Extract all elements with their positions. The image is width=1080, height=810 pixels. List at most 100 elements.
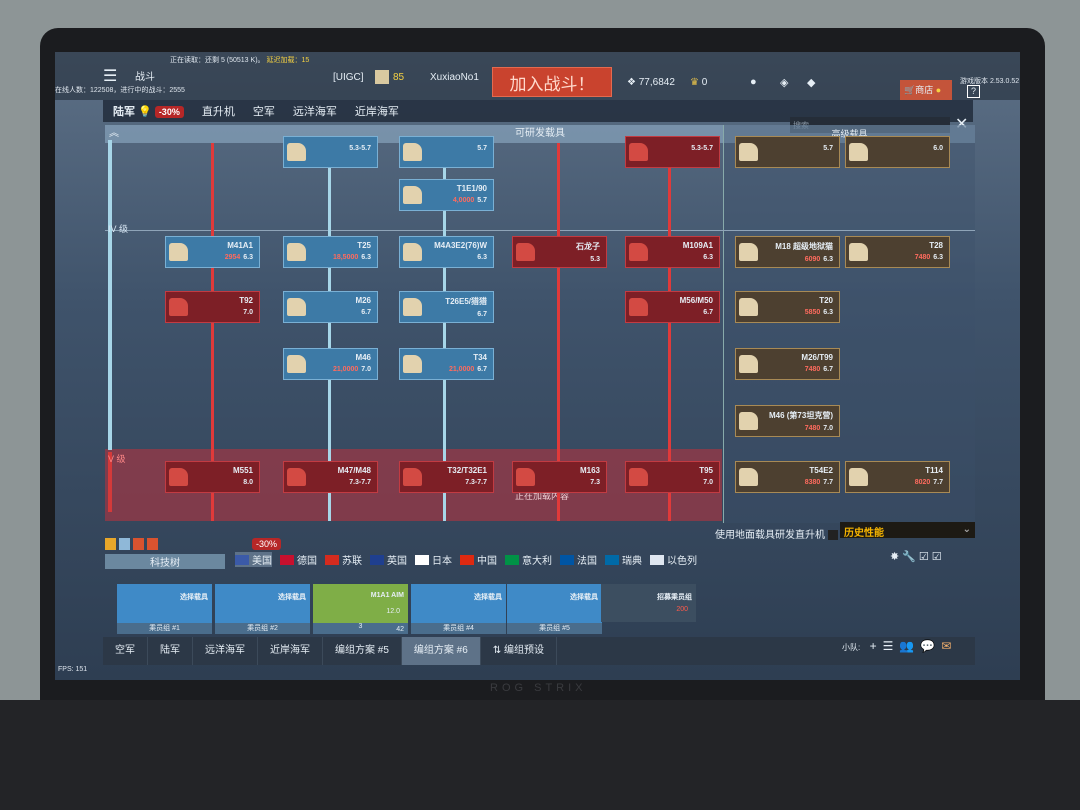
crew-slot[interactable]: 选择载具乘员组 #5	[507, 584, 602, 634]
research-icon[interactable]: ●	[750, 76, 757, 88]
avatar[interactable]	[375, 70, 389, 84]
techtree-button[interactable]: 科技树	[105, 554, 225, 569]
list-icon[interactable]: ☰	[882, 639, 900, 653]
vehicle-tile[interactable]: 5.7	[399, 136, 494, 168]
crew-slot[interactable]: 选择载具乘员组 #2	[215, 584, 310, 634]
country-tab[interactable]: 中国	[460, 552, 497, 567]
bottom-tab[interactable]: 远洋海军	[193, 637, 258, 665]
bottom-tab[interactable]: 陆军	[148, 637, 193, 665]
bottom-tab[interactable]: 编组方案 #5	[323, 637, 402, 665]
collapse-icon[interactable]: ︽	[109, 128, 119, 139]
country-tab[interactable]: 瑞典	[605, 552, 642, 567]
tab-ground[interactable]: 陆军 💡 -30%	[113, 103, 184, 119]
game-mode-select[interactable]: 历史性能⌄	[840, 522, 975, 539]
heli-checkbox[interactable]	[827, 530, 838, 541]
crew-slot[interactable]: 选择载具乘员组 #4	[411, 584, 506, 634]
slot-title: 选择载具	[180, 594, 208, 601]
discount-badge-icon[interactable]	[147, 538, 158, 550]
country-tab[interactable]: 英国	[370, 552, 407, 567]
vehicle-cost: 8020	[914, 479, 931, 486]
contacts-icon[interactable]: 👥	[899, 639, 921, 653]
bottom-tab[interactable]: ⇅ 编组预设	[481, 637, 557, 665]
tab-air[interactable]: 空军	[252, 106, 275, 118]
shop-button[interactable]: 🛒商店 ●	[900, 80, 952, 100]
chat-icon[interactable]: 💬	[920, 639, 942, 653]
ammo-checkbox-icon[interactable]: ☑	[931, 551, 945, 563]
coupon-icon[interactable]: ◆	[807, 77, 816, 89]
wager-icon[interactable]: ◈	[780, 77, 789, 89]
vehicle-tile[interactable]: 5.7	[735, 136, 840, 168]
menu-icon[interactable]: ☰	[103, 68, 118, 85]
silver-lions: ❖ 77,6842	[627, 77, 675, 88]
country-tab[interactable]: 日本	[415, 552, 452, 567]
premium-header: 高级载具	[831, 129, 868, 139]
country-tab[interactable]: 德国	[280, 552, 317, 567]
tier5-label[interactable]: V 级	[108, 454, 126, 464]
tank-icon	[516, 243, 535, 261]
research-badge-icon[interactable]	[119, 538, 130, 550]
tier4-label[interactable]: IV 级	[108, 224, 129, 234]
add-icon[interactable]: +	[869, 639, 883, 653]
research-line	[443, 143, 446, 521]
tank-icon	[849, 468, 868, 486]
wrench-icon[interactable]: 🔧	[902, 551, 919, 563]
tank-icon	[403, 298, 422, 316]
checkbox-icon[interactable]: ☑	[918, 551, 932, 563]
help-button[interactable]: ?	[967, 85, 980, 98]
vehicle-tile[interactable]: 5.3-5.7	[283, 136, 378, 168]
flag-icon	[325, 554, 339, 565]
vehicle-br: 6.3	[424, 254, 487, 261]
country-tab[interactable]: 美国	[235, 552, 272, 567]
bottom-tab[interactable]: 编组方案 #6	[401, 637, 481, 665]
reward-icon[interactable]	[105, 538, 116, 550]
tab-coastal[interactable]: 近岸海军	[354, 106, 399, 118]
country-tab[interactable]: 以色列	[650, 552, 697, 567]
battle-menu[interactable]: 战斗	[135, 72, 155, 83]
tab-bluewater[interactable]: 远洋海军	[292, 106, 337, 118]
list-badge-icon[interactable]	[133, 538, 144, 550]
bottom-tab[interactable]: 空军	[103, 637, 148, 665]
slot-title: M1A1 AIM	[370, 592, 404, 599]
vehicle-tile[interactable]: 5.3-5.7	[625, 136, 720, 168]
country-tab[interactable]: 意大利	[505, 552, 552, 567]
username[interactable]: XuxiaoNo1	[430, 72, 479, 83]
mail-icon[interactable]: ✉	[941, 639, 958, 653]
country-tab[interactable]: 苏联	[325, 552, 362, 567]
join-battle-button[interactable]: 加入战斗！	[492, 67, 612, 97]
vehicle-tile[interactable]: 6.0	[845, 136, 950, 168]
bottom-tab[interactable]: 近岸海军	[258, 637, 323, 665]
country-tab[interactable]: 法国	[560, 552, 597, 567]
tab-helicopter[interactable]: 直升机	[201, 106, 235, 118]
gear-icon[interactable]: ✸	[890, 551, 903, 563]
crew-slot[interactable]: 选择载具乘员组 #1	[117, 584, 212, 634]
online-count: 在线人数：122508，进行中的战斗：2555	[55, 87, 185, 94]
vehicle-br: 6.7	[650, 309, 713, 316]
slot-title: 选择载具	[474, 594, 502, 601]
